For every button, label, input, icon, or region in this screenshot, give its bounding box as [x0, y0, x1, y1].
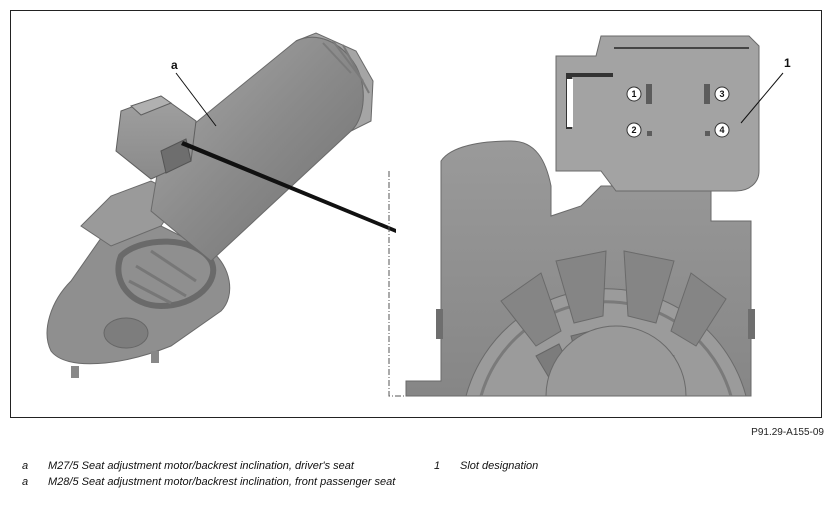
gearbox-housing: [46, 225, 231, 365]
face-slot-window: [567, 79, 573, 127]
pin-2-contact: [647, 131, 652, 136]
callout-1: 1: [784, 56, 791, 70]
figure-id: P91.29-A155-09: [751, 427, 824, 438]
pin-3-contact: [704, 84, 710, 104]
pin-2-label: 2: [631, 125, 636, 135]
pin-4-label: 4: [719, 125, 724, 135]
connector-slots: [160, 138, 192, 174]
seat-motor-assembly: [46, 32, 374, 378]
end-cap-ribs: [322, 40, 370, 94]
gearbox-ring: [115, 238, 216, 310]
pin-3-badge: [714, 86, 730, 102]
gear-rim: [479, 300, 733, 397]
gear-hub: [545, 325, 687, 397]
gear-segment: [670, 272, 727, 347]
connector-face: [555, 35, 760, 192]
gear-segment: [500, 272, 562, 347]
connector-detail: 1 3 2 4: [405, 35, 760, 397]
connector-latch: [130, 95, 173, 116]
callout-1-leader: [740, 72, 784, 124]
legend-text: M27/5 Seat adjustment motor/backrest inc…: [48, 460, 354, 472]
pin-3-label: 3: [719, 89, 724, 99]
pin-4-contact: [705, 131, 710, 136]
legend-item: 1 Slot designation: [434, 460, 820, 473]
mount-tab-right: [151, 351, 159, 363]
legend-text: Slot designation: [460, 460, 539, 472]
rail-left: [436, 309, 443, 339]
legend-key: 1: [434, 460, 441, 472]
gear-wheel: [465, 250, 747, 397]
diagram-frame: a: [10, 10, 822, 418]
legend-key: a: [22, 460, 29, 472]
zoom-wedge: [181, 141, 396, 233]
legend-key: a: [22, 476, 29, 488]
legend-item: a M27/5 Seat adjustment motor/backrest i…: [22, 460, 408, 473]
legend-left: a M27/5 Seat adjustment motor/backrest i…: [22, 460, 408, 492]
diagram-illustration: a: [46, 32, 791, 397]
gearbox-hole: [103, 317, 149, 349]
mount-tab-left: [71, 366, 79, 378]
callout-a: a: [171, 58, 178, 72]
legend-item: a M28/5 Seat adjustment motor/backrest i…: [22, 476, 408, 489]
gear-segment: [555, 250, 607, 324]
pin-1-label: 1: [631, 89, 636, 99]
gearbox-ribs: [128, 249, 197, 305]
pin-1-contact: [646, 84, 652, 104]
pin-1-badge: [626, 86, 642, 102]
pin-2-badge: [626, 122, 642, 138]
callout-a-leader: [175, 72, 217, 127]
legend-text: M28/5 Seat adjustment motor/backrest inc…: [48, 476, 396, 488]
pin-4-badge: [714, 122, 730, 138]
rail-right: [748, 309, 755, 339]
gear-segment: [623, 250, 675, 324]
legend-right: 1 Slot designation: [434, 460, 820, 476]
